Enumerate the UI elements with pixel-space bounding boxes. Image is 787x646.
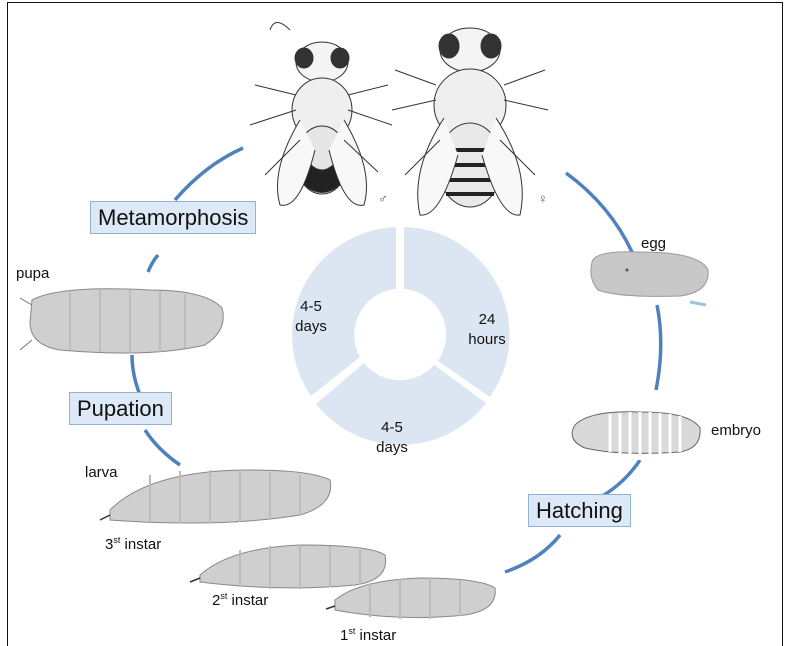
arc-hatching-to-instar1 [505,535,560,572]
male-symbol: ♂ [378,191,388,206]
second-instar-text: instar [227,592,268,609]
hatching-box: Hatching [528,494,631,527]
female-fly-illustration [392,28,548,215]
egg-duration-unit: hours [457,330,517,350]
pupa-duration: 4-5 days [281,297,341,336]
third-instar-label: 3st instar [105,535,161,553]
pupation-box: Pupation [69,392,172,425]
pupa-illustration [20,289,223,353]
arc-pupation [132,355,140,395]
pupa-label: pupa [16,265,49,282]
male-fly-illustration [250,23,392,206]
larva-third-instar-illustration [100,470,331,523]
arc-metamorphosis-lower [148,255,158,272]
egg-duration-value: 24 [457,310,517,330]
egg-label: egg [641,235,666,252]
pupa-duration-value: 4-5 [281,297,341,317]
metamorphosis-box: Metamorphosis [90,201,256,234]
arc-metamorphosis [175,148,243,200]
pupa-duration-unit: days [281,317,341,337]
larva-duration: 4-5 days [362,418,422,457]
larva-second-instar-illustration [190,545,386,589]
first-instar-label: 1st instar [340,626,396,644]
second-instar-label: 2st instar [212,591,268,609]
arc-to-egg [566,173,632,252]
egg-duration: 24 hours [457,310,517,349]
larva-label: larva [85,464,118,481]
arc-egg-to-embryo [656,305,661,390]
larva-duration-unit: days [362,438,422,458]
arc-pupation-to-larva [145,430,180,465]
larva-duration-value: 4-5 [362,418,422,438]
embryo-illustration [562,398,702,460]
female-symbol: ♀ [538,191,548,206]
first-instar-text: instar [355,627,396,644]
embryo-label: embryo [711,422,761,439]
third-instar-text: instar [120,536,161,553]
egg-illustration [591,252,708,305]
